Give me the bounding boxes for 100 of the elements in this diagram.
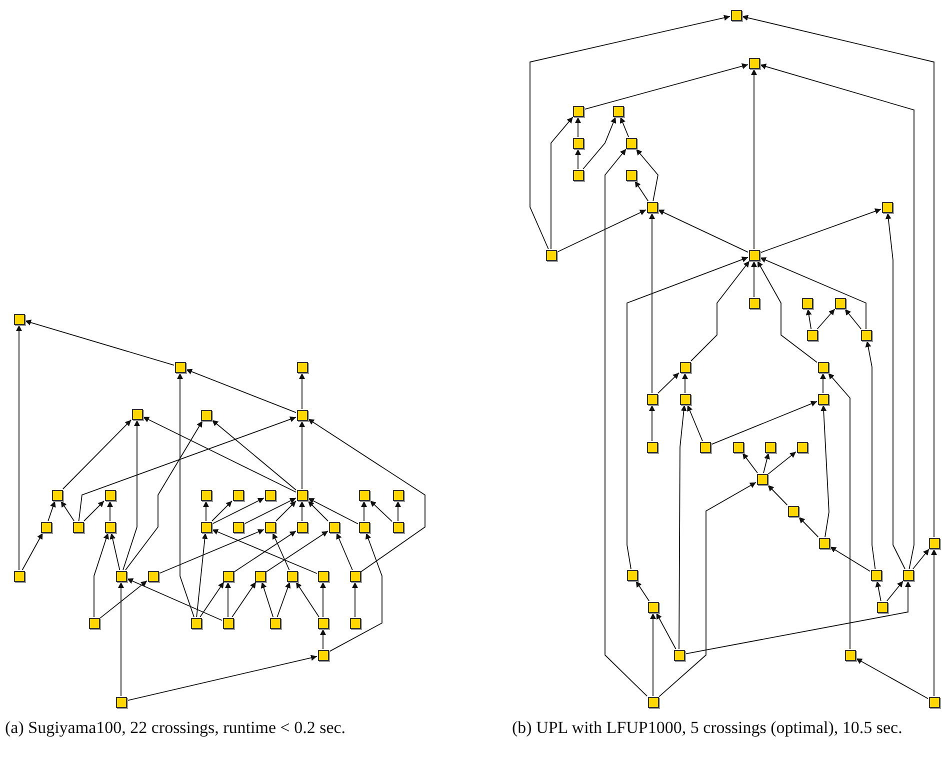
arrow [276, 582, 291, 618]
arrow [620, 116, 630, 138]
graph-node [222, 618, 234, 628]
graph-node [350, 570, 360, 582]
arrow [299, 500, 305, 522]
graph-node [882, 202, 892, 212]
arrow [272, 532, 290, 570]
graph-node [174, 362, 186, 372]
arrow [584, 63, 748, 110]
graph-node [876, 602, 888, 612]
graph-node [680, 362, 690, 372]
arrow [370, 500, 392, 522]
arrow [125, 420, 203, 570]
arrow [177, 372, 194, 618]
graph-node [818, 394, 828, 404]
arrow [118, 582, 124, 696]
arrow [78, 416, 296, 522]
arrow [649, 404, 655, 442]
graph-node [264, 522, 276, 532]
arrow [196, 532, 208, 618]
arrow [225, 582, 231, 618]
graph-node [572, 170, 584, 180]
arrow [62, 420, 132, 490]
arrow [110, 532, 120, 570]
graph-node [572, 138, 584, 148]
graph-node [296, 522, 308, 532]
graph-node [748, 58, 760, 68]
arrow [361, 500, 367, 522]
arrow [828, 372, 850, 650]
graph-node [88, 618, 100, 628]
arrow [690, 260, 750, 362]
graph-node [844, 650, 856, 660]
arrow [582, 116, 616, 170]
graph-node [296, 362, 308, 372]
graph-node [834, 298, 846, 308]
arrow [865, 340, 876, 570]
arrow [931, 548, 937, 696]
graph-node [572, 106, 584, 116]
graph-node [40, 522, 52, 532]
graph-node [116, 696, 126, 708]
arrow [60, 500, 75, 522]
arrow [100, 580, 148, 619]
arrow [636, 148, 658, 202]
graph-node [104, 490, 116, 500]
graph-node [796, 442, 808, 452]
arrow [886, 580, 904, 602]
arrow [158, 529, 264, 574]
arrow [308, 500, 328, 522]
arrow [742, 452, 758, 474]
graph-node [612, 106, 624, 116]
graph-node [328, 522, 340, 532]
graph-node [818, 538, 830, 548]
arrow [844, 308, 862, 330]
arrow [768, 451, 796, 475]
arrow [763, 452, 770, 474]
arrow [742, 14, 934, 538]
arrow [336, 532, 353, 570]
arrow [658, 209, 748, 253]
graph-node [222, 570, 234, 582]
arrow [875, 580, 882, 602]
arrow [710, 400, 818, 446]
arrow [658, 372, 680, 394]
arrow [212, 529, 318, 574]
graph-node [788, 506, 798, 516]
graph-node [648, 696, 658, 708]
graph-node [264, 490, 276, 500]
subfigure-caption: (a) Sugiyama100, 22 crossings, runtime < 0.2 sec. [5, 717, 347, 739]
graph-node [646, 202, 658, 212]
graph-node [350, 618, 360, 628]
graph-node [200, 522, 212, 532]
graph-node [928, 538, 940, 548]
graph-node [546, 250, 556, 260]
graph-node [104, 522, 116, 532]
graph-node [14, 314, 24, 324]
arrow [234, 530, 296, 572]
arrow [276, 500, 296, 522]
graph-node [52, 490, 62, 500]
graph-node [358, 490, 370, 500]
arrow [650, 612, 656, 696]
graph-node [764, 442, 776, 452]
arrow [22, 532, 44, 570]
arrow [203, 500, 209, 522]
arrow [806, 308, 812, 330]
graph-node [318, 618, 328, 628]
graph-node [748, 298, 760, 308]
graph-node [730, 10, 742, 20]
arrow [328, 532, 382, 652]
graph-node [648, 602, 658, 612]
arrow [24, 320, 174, 366]
graph-node [902, 570, 914, 580]
arrow [820, 372, 826, 394]
arrow [186, 368, 296, 414]
graph-node [860, 330, 872, 340]
arrow [575, 148, 581, 170]
arrow [232, 582, 256, 618]
arrow [142, 416, 296, 493]
arrow [299, 372, 305, 410]
graph-node [286, 570, 298, 582]
graph-node [626, 138, 636, 148]
graph-node [232, 490, 244, 500]
